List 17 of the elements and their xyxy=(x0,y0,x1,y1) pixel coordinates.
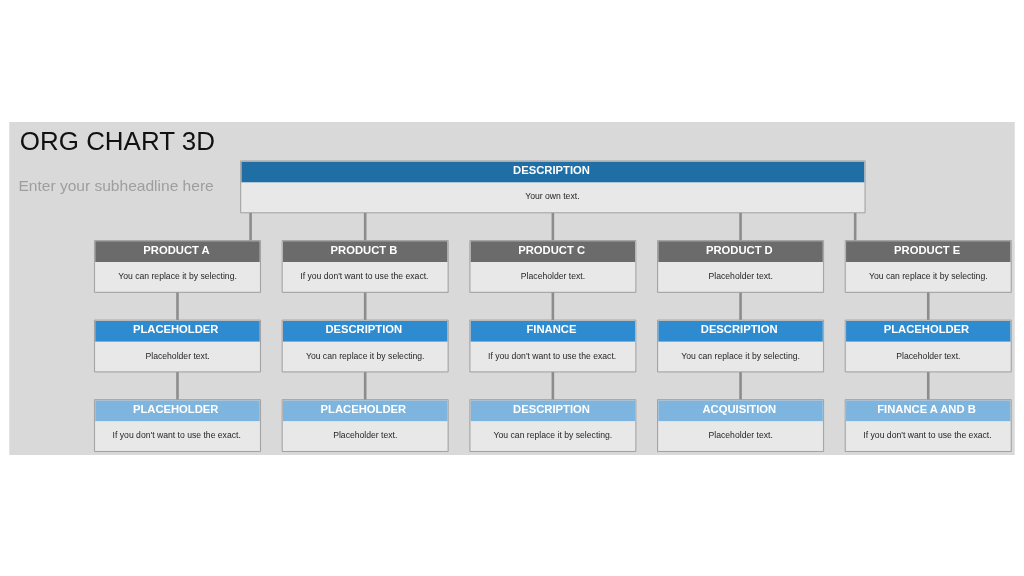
connector xyxy=(739,212,742,240)
diagram-title: ORG CHART 3D xyxy=(19,126,215,155)
connector xyxy=(926,371,930,399)
connector xyxy=(551,292,555,320)
connector xyxy=(739,292,742,320)
connector xyxy=(363,371,367,399)
connector xyxy=(363,292,367,320)
connector xyxy=(176,292,179,320)
connector xyxy=(249,212,252,240)
connector xyxy=(551,371,555,399)
connector xyxy=(926,292,930,320)
connector xyxy=(363,212,367,240)
label: Enter your subheadline here xyxy=(18,176,214,194)
connector xyxy=(739,371,742,399)
connector xyxy=(176,371,179,399)
connector xyxy=(853,212,857,240)
connector xyxy=(551,212,555,240)
